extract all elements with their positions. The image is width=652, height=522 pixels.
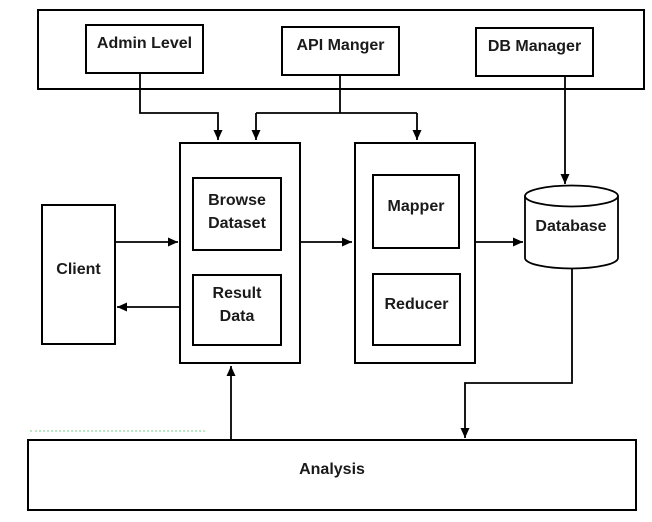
node-analysis: Analysis <box>27 439 637 511</box>
database-label: Database <box>535 218 607 235</box>
dotted-line-artifact <box>30 430 205 432</box>
client-label: Client <box>56 260 101 278</box>
admin-level-label: Admin Level <box>96 35 193 53</box>
browse-dataset-label: Browse Dataset <box>208 191 266 232</box>
mapper-label: Mapper <box>387 197 445 215</box>
db-manager-label: DB Manager <box>487 38 582 56</box>
mapreduce-group-box <box>354 142 476 364</box>
node-reducer: Reducer <box>372 273 461 346</box>
node-db-manager: DB Manager <box>475 27 594 77</box>
edge-database-to-analysis <box>460 269 573 438</box>
node-client: Client <box>41 204 116 345</box>
processing-group-box <box>179 142 301 364</box>
node-database: Database <box>524 196 618 262</box>
node-api-manager: API Manger <box>281 26 400 76</box>
node-browse-dataset: Browse Dataset <box>192 177 282 251</box>
edge-admin-to-processing <box>139 74 223 140</box>
node-mapper: Mapper <box>372 174 460 249</box>
reducer-label: Reducer <box>384 295 449 313</box>
database-cylinder-top <box>524 184 619 208</box>
result-data-label: Result Data <box>212 284 262 325</box>
analysis-label: Analysis <box>299 461 365 479</box>
api-manager-label: API Manger <box>296 37 385 55</box>
node-admin-level: Admin Level <box>85 24 204 74</box>
node-result-data: Result Data <box>192 274 282 346</box>
admin-tier-group-box <box>37 9 645 90</box>
database-cylinder-body <box>524 196 619 270</box>
